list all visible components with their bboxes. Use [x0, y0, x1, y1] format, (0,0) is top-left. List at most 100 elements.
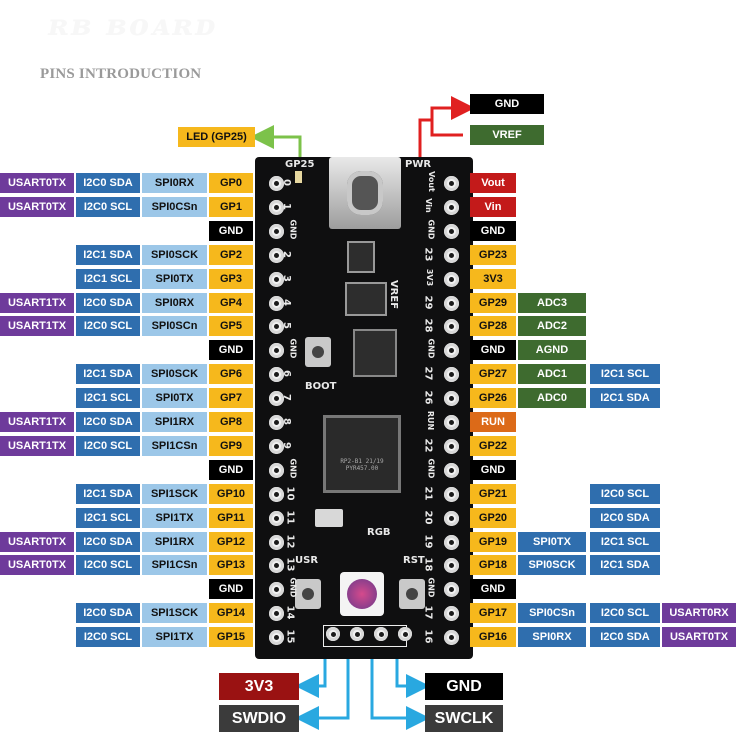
swd-pad [326, 627, 340, 641]
silk-gp25: GP25 [285, 159, 315, 170]
left-pin-label: GP5 [209, 316, 253, 337]
left-pin-label: SPI0RX [142, 292, 207, 313]
left-pin-label: USART0TX [0, 173, 74, 193]
left-pin-label: SPI0RX [142, 173, 207, 193]
left-pin-label: I2C0 SCL [76, 435, 140, 456]
left-pin-pad [269, 510, 284, 526]
left-pin-label: GP11 [209, 507, 253, 528]
usb-c-port [329, 157, 401, 229]
left-pin-label: GND [209, 340, 253, 361]
rst-button[interactable] [399, 579, 425, 609]
left-pin-label: I2C1 SDA [76, 483, 140, 504]
silk-boot: BOOT [305, 381, 337, 392]
left-pin-label: I2C0 SDA [76, 173, 140, 193]
left-pin-pad [269, 319, 284, 335]
swd-pad [350, 627, 364, 641]
right-pin-pad [444, 247, 459, 263]
right-pin-pad [444, 176, 459, 191]
left-pin-label: SPI1SCK [142, 603, 207, 624]
right-pin-label: GP29 [470, 292, 516, 313]
left-pin-label: SPI1CSn [142, 435, 207, 456]
swd-pad [374, 627, 388, 641]
left-pin-label: SPI1RX [142, 531, 207, 552]
right-pin-label: USART0TX [662, 627, 736, 648]
left-pin-label: I2C1 SDA [76, 364, 140, 385]
swd-swdio-arrow [295, 632, 350, 730]
left-pin-pad [269, 438, 284, 454]
left-pin-pad [269, 462, 284, 478]
right-pin-label: AGND [518, 340, 586, 361]
brand-logo-watermark: ʀʙ ʙᴏᴀʀᴅ [48, 8, 218, 43]
right-pin-label: GP19 [470, 531, 516, 552]
left-pin-label: I2C0 SDA [76, 412, 140, 432]
left-pin-label: I2C1 SDA [76, 244, 140, 265]
left-pin-label: I2C0 SCL [76, 627, 140, 648]
silk-rst: RST [403, 555, 425, 566]
boot-button[interactable] [305, 337, 331, 367]
crystal-oscillator [315, 509, 343, 527]
right-pin-label: I2C1 SCL [590, 364, 660, 385]
left-pin-label: GP14 [209, 603, 253, 624]
left-pin-pad [269, 630, 284, 646]
top-gnd-label: GND [470, 94, 544, 114]
silk-rgb: RGB [367, 527, 391, 538]
swd-header [323, 625, 412, 647]
right-pin-label: 3V3 [470, 268, 516, 289]
left-pin-label: GP7 [209, 388, 253, 409]
left-pin-pad [269, 176, 284, 191]
right-pin-pad [444, 199, 459, 215]
right-pin-label: ADC0 [518, 388, 586, 409]
right-pin-label: GP18 [470, 555, 516, 576]
left-pin-label: USART1TX [0, 316, 74, 337]
left-pin-pad [269, 534, 284, 550]
left-pin-label: I2C0 SCL [76, 555, 140, 576]
left-pin-label: USART0TX [0, 531, 74, 552]
chip-marking: RP2-B1 21/19 PYR457.00 [340, 458, 384, 472]
right-pin-pad [444, 343, 459, 359]
left-pin-label: GP1 [209, 196, 253, 217]
left-pin-label: USART0TX [0, 555, 74, 576]
left-pin-label: USART1TX [0, 412, 74, 432]
right-pin-pad [444, 319, 459, 335]
swd-pad [398, 627, 412, 641]
left-pin-label: GP9 [209, 435, 253, 456]
right-pin-label: ADC1 [518, 364, 586, 385]
left-pin-label: SPI0CSn [142, 196, 207, 217]
left-pin-label: GP13 [209, 555, 253, 576]
silk-pwr: PWR [405, 159, 432, 170]
flash-chip [353, 329, 397, 377]
left-pin-pad [269, 391, 284, 407]
silk-usr: USR [295, 555, 319, 566]
right-pin-label: I2C0 SCL [590, 483, 660, 504]
left-pin-label: I2C0 SDA [76, 292, 140, 313]
swd-gnd-label: GND [425, 673, 503, 700]
left-pin-pad [269, 415, 284, 430]
right-pin-label: GP26 [470, 388, 516, 409]
left-pin-label: I2C0 SCL [76, 196, 140, 217]
left-pin-label: GP2 [209, 244, 253, 265]
right-pin-label: RUN [470, 412, 516, 432]
left-pin-label: GND [209, 579, 253, 600]
left-pin-label: SPI0SCn [142, 316, 207, 337]
right-pin-pad [444, 438, 459, 454]
left-pin-label: SPI0SCK [142, 244, 207, 265]
left-pin-label: GP0 [209, 173, 253, 193]
right-pin-label: I2C0 SDA [590, 627, 660, 648]
status-led [295, 171, 302, 183]
left-pin-pad [269, 606, 284, 622]
swd-swclk-arrow [370, 632, 430, 730]
left-pin-label: GP15 [209, 627, 253, 648]
right-pin-label: GP22 [470, 435, 516, 456]
left-pin-label: GP10 [209, 483, 253, 504]
usr-button[interactable] [295, 579, 321, 609]
left-pin-label: GP8 [209, 412, 253, 432]
right-pin-label: GP21 [470, 483, 516, 504]
power-ic [345, 282, 387, 316]
right-pin-label: GP16 [470, 627, 516, 648]
left-pin-pad [269, 367, 284, 383]
left-pin-label: I2C0 SCL [76, 316, 140, 337]
rp2040-chip: RP2-B1 21/19 PYR457.00 [323, 415, 401, 493]
left-pin-pad [269, 247, 284, 263]
left-pin-label: GND [209, 459, 253, 480]
left-pin-label: GP6 [209, 364, 253, 385]
